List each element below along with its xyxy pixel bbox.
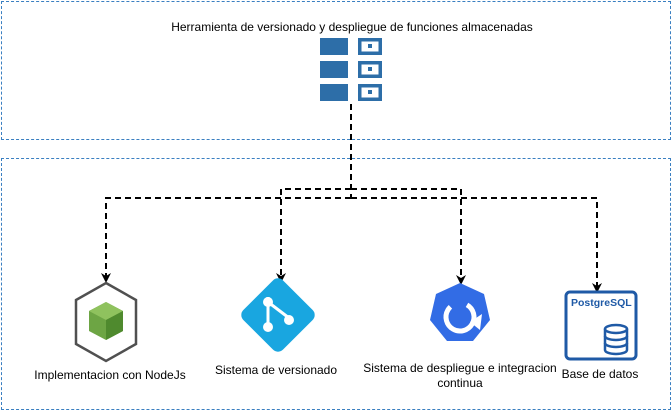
- connector-nodejs: [101, 197, 351, 283]
- top-group-box: [1, 1, 671, 140]
- database-label: Base de datos: [561, 367, 639, 381]
- git-diamond-icon: [241, 278, 315, 352]
- diagram-title: Herramienta de versionado y despliegue d…: [171, 20, 533, 34]
- postgres-label: PostgreSQL: [571, 297, 632, 309]
- nodejs-label: Implementacion con NodeJs: [34, 368, 186, 382]
- connectors: [101, 104, 602, 293]
- nodejs-hexagon-icon: [74, 281, 138, 363]
- bottom-group-box: [1, 158, 671, 410]
- ci-cd-label: Sistema de despliegue e integracion cont…: [363, 361, 557, 390]
- stored-procedures-grid-icon: [320, 38, 382, 101]
- connector-ci: [351, 188, 466, 285]
- git-label: Sistema de versionado: [214, 363, 338, 377]
- connector-db: [351, 197, 602, 293]
- ci-cd-heptagon-icon: [430, 283, 490, 341]
- connector-git: [276, 188, 351, 283]
- postgresql-database-icon: PostgreSQL: [564, 290, 638, 361]
